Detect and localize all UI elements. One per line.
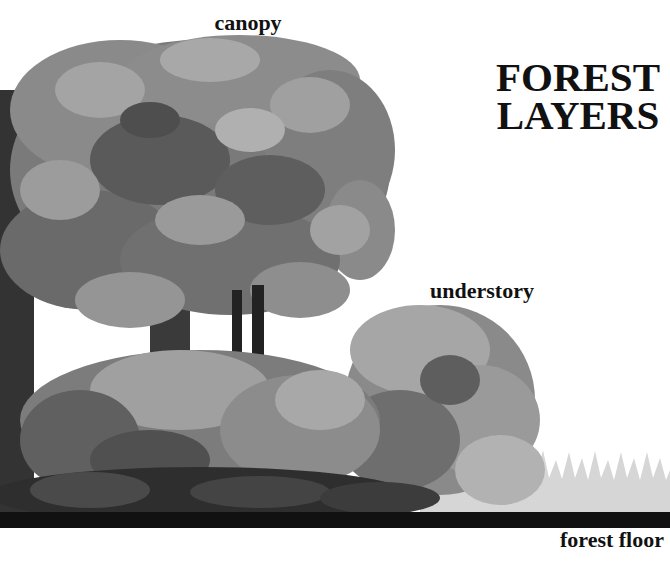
canopy-foliage xyxy=(0,35,395,328)
layer-label: understory xyxy=(430,278,534,304)
ground xyxy=(0,512,670,528)
layer-label: canopy xyxy=(214,10,281,36)
layer-label: forest floor xyxy=(560,527,664,553)
diagram-title: FOREST LAYERS xyxy=(478,58,670,134)
